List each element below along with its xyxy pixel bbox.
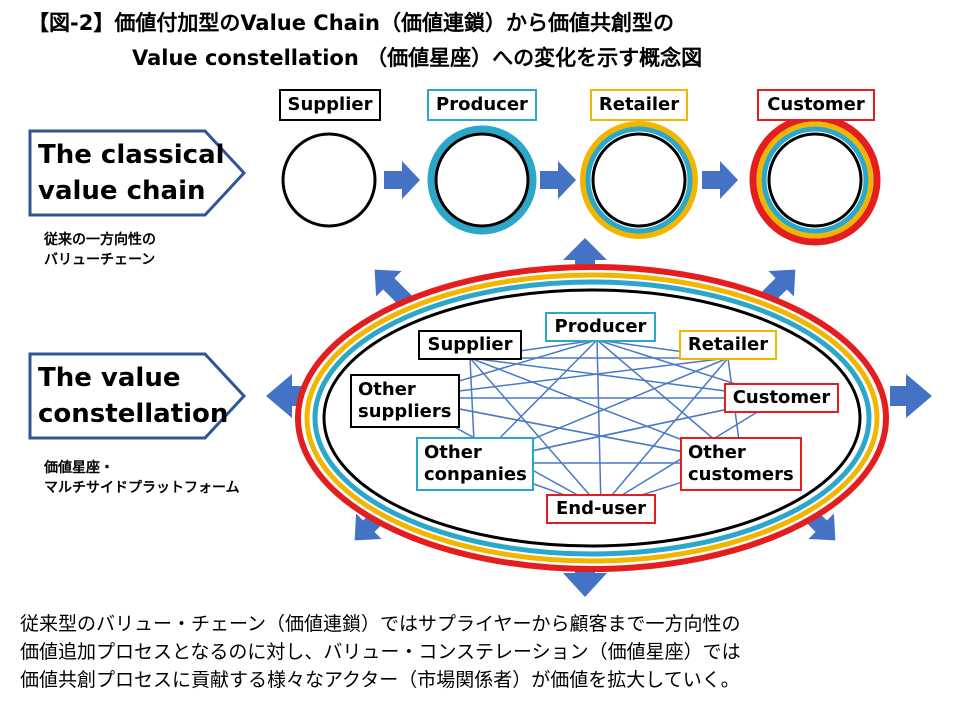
classical-label-line1: The classical (38, 140, 225, 170)
other-suppliers-line2: suppliers (358, 401, 452, 422)
chain-node-retailer: Retailer (590, 89, 688, 121)
chain-circle-supplier (281, 132, 377, 228)
constellation-node-other-customers: Other customers (680, 437, 802, 491)
other-customers-line1: Other (688, 442, 746, 463)
chain-circle-customer-teal (761, 126, 869, 234)
chain-circle-producer-outer (427, 125, 537, 235)
chain-circle-retailer (591, 132, 687, 228)
chain-arrow-1 (384, 161, 420, 199)
constellation-node-supplier: Supplier (418, 330, 522, 360)
caption-line3: 価値共創プロセスに貢献する様々なアクター（市場関係者）が価値を拡大していく。 (20, 669, 740, 691)
other-customers-line2: customers (688, 464, 794, 485)
chain-node-supplier: Supplier (279, 89, 381, 121)
classical-subtitle-line1: 従来の一方向性の (44, 232, 156, 248)
constellation-subtitle-line2: マルチサイドプラットフォーム (44, 480, 240, 496)
constellation-node-other-suppliers: Other suppliers (350, 374, 460, 428)
chain-circle-retailer-teal (585, 126, 693, 234)
title-line-1: 【図-2】価値付加型のValue Chain（価値連鎖）から価値共創型の (28, 11, 674, 35)
chain-circle-customer-gold (756, 121, 874, 239)
constellation-node-retailer: Retailer (679, 330, 777, 360)
constellation-node-customer: Customer (724, 383, 839, 413)
constellation-label: The value constellation (38, 360, 228, 432)
constellation-label-line1: The value (38, 363, 181, 393)
classical-subtitle-line2: バリューチェーン (44, 252, 156, 268)
chain-node-producer: Producer (427, 89, 537, 121)
constellation-node-producer: Producer (545, 312, 656, 342)
chain-circle-retailer-gold (580, 121, 698, 239)
constellation-node-end-user: End-user (546, 494, 656, 524)
caption-line2: 価値追加プロセスとなるのに対し、バリュー・コンステレーション（価値星座）では (20, 641, 741, 663)
constellation-subtitle: 価値星座・ マルチサイドプラットフォーム (44, 458, 240, 498)
radial-arrow-left (266, 374, 310, 418)
other-suppliers-line1: Other (358, 379, 416, 400)
constellation-label-shape (28, 352, 247, 440)
other-companies-line1: Other (424, 442, 482, 463)
caption-line1: 従来型のバリュー・チェーン（価値連鎖）ではサプライヤーから顧客まで一方向性の (20, 613, 741, 635)
radial-arrow-right (890, 374, 932, 418)
constellation-node-other-companies: Other conpanies (416, 437, 534, 491)
radial-arrow-up (563, 238, 607, 280)
classical-subtitle: 従来の一方向性の バリューチェーン (44, 230, 156, 270)
chain-node-customer: Customer (757, 89, 875, 121)
classical-label: The classical value chain (38, 137, 225, 209)
constellation-label-line2: constellation (38, 399, 229, 429)
classical-label-line2: value chain (38, 176, 206, 206)
classical-label-shape (28, 129, 247, 217)
other-companies-line2: conpanies (424, 464, 527, 485)
chain-arrow-3 (702, 161, 738, 199)
chain-arrow-2 (540, 161, 576, 199)
ellipse-teal (312, 279, 872, 557)
caption: 従来型のバリュー・チェーン（価値連鎖）ではサプライヤーから顧客まで一方向性の 価… (20, 610, 950, 694)
chain-circle-producer (434, 132, 530, 228)
chain-circle-customer (767, 132, 863, 228)
radial-arrow-down (563, 555, 607, 597)
ellipse-gold (304, 272, 880, 564)
constellation-subtitle-line1: 価値星座・ (44, 460, 114, 476)
title-line-2: Value constellation （価値星座）への変化を示す概念図 (132, 46, 703, 70)
